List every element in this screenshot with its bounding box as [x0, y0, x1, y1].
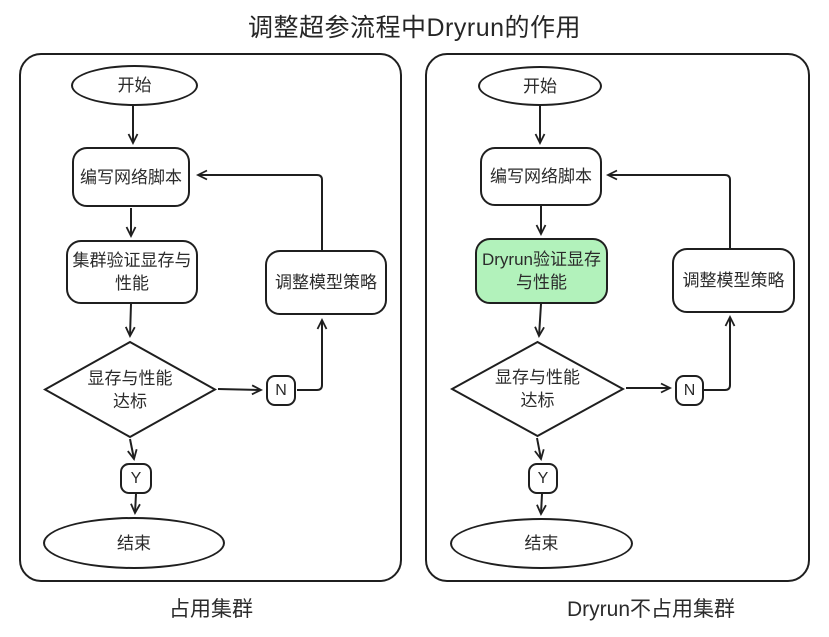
right-start-node: 开始 [478, 66, 602, 106]
right-decision-label: 显存与性能 达标 [495, 368, 580, 410]
arrow-right-adjust-to-write [605, 169, 731, 249]
left-no-badge: N [266, 375, 296, 406]
left-yes-badge: Y [120, 463, 152, 494]
left-end-node: 结束 [43, 517, 225, 569]
left-write-script-node: 编写网络脚本 [72, 147, 190, 207]
left-panel-caption: 占用集群 [169, 598, 253, 621]
arrow-left-verify-to-decision [124, 303, 136, 339]
right-adjust-strategy-node: 调整模型策略 [672, 248, 795, 313]
right-end-node: 结束 [450, 518, 633, 569]
arrow-right-y-to-end [536, 493, 547, 517]
right-panel-border [425, 53, 810, 582]
arrow-right-decision-to-y [534, 437, 545, 461]
right-panel-caption: Dryrun不占用集群 [566, 598, 735, 621]
left-panel-border [19, 53, 402, 582]
arrow-left-decision-to-y [127, 438, 138, 461]
diamond-shape [43, 340, 217, 439]
right-no-badge: N [675, 375, 704, 406]
right-decision-node: 显存与性能 达标 [450, 340, 625, 438]
left-decision-label: 显存与性能 达标 [87, 368, 173, 411]
right-write-script-node: 编写网络脚本 [480, 147, 602, 206]
arrow-left-y-to-end [130, 493, 141, 516]
arrow-left-decision-to-n [217, 384, 264, 396]
left-cluster-verify-node: 集群验证显存与 性能 [66, 240, 198, 304]
arrow-right-n-to-adjust [704, 314, 736, 391]
arrow-left-n-to-adjust [297, 317, 328, 391]
arrow-right-verify-to-decision [534, 303, 545, 339]
right-dryrun-verify-node: Dryrun验证显存 与性能 [475, 238, 608, 304]
diamond-shape [450, 340, 625, 438]
arrow-left-adjust-to-write [195, 169, 323, 251]
page-title: 调整超参流程中Dryrun的作用 [247, 14, 581, 42]
left-decision-node: 显存与性能 达标 [43, 340, 217, 439]
left-adjust-strategy-node: 调整模型策略 [265, 250, 387, 315]
left-start-node: 开始 [71, 65, 198, 106]
right-yes-badge: Y [528, 463, 558, 494]
